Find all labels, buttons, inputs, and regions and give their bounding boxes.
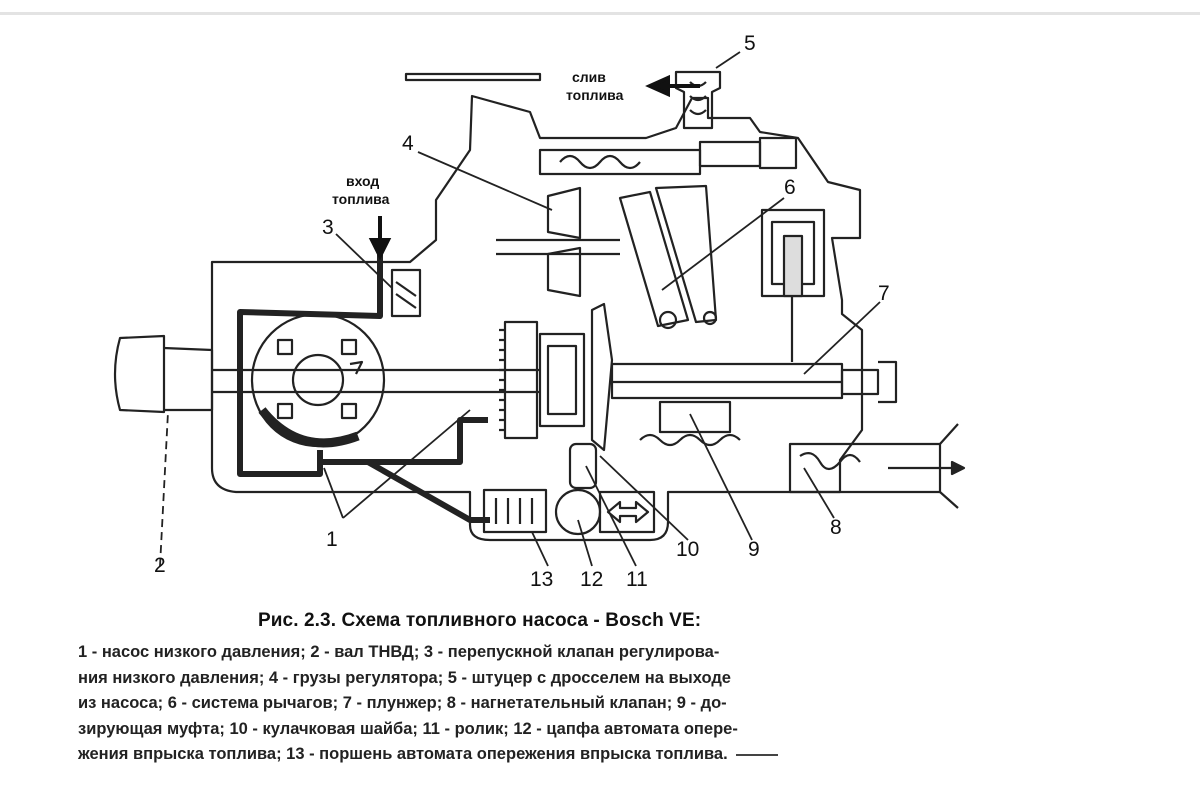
coupling <box>538 332 586 428</box>
callout-5: 5 <box>744 32 756 55</box>
lever-system <box>618 190 690 328</box>
drive-shaft <box>163 346 214 412</box>
figure-caption-title: Рис. 2.3. Схема топливного насоса - Bosc… <box>258 610 702 631</box>
advance-piston <box>482 488 548 534</box>
drain-label-line2: топлива <box>566 87 624 103</box>
legend-line: зирующая муфта; 10 - кулачковая шайба; 1… <box>78 719 738 738</box>
callout-13: 13 <box>530 568 553 591</box>
pump-housing <box>210 94 864 542</box>
callout-9: 9 <box>748 538 760 561</box>
callout-11: 11 <box>626 568 648 591</box>
callout-6: 6 <box>784 176 796 199</box>
drain-label-line1: слив <box>572 69 606 85</box>
inlet-label-line1: вход <box>346 173 379 189</box>
callout-10: 10 <box>676 538 699 561</box>
legend-line: 1 - насос низкого давления; 2 - вал ТНВД… <box>78 643 720 661</box>
callout-12: 12 <box>580 568 603 591</box>
inlet-label-line2: топлива <box>332 191 390 207</box>
pump-diagram: 5 4 3 6 7 1 2 8 9 10 11 12 13 слив топли… <box>113 32 966 591</box>
shaft-nut <box>113 334 166 414</box>
metering-sleeve <box>658 400 732 434</box>
callout-3: 3 <box>322 216 334 239</box>
legend-line: из насоса; 6 - система рычагов; 7 - плун… <box>78 694 727 712</box>
callout-4: 4 <box>402 132 414 155</box>
callout-1: 1 <box>326 528 338 551</box>
drive-gear <box>503 320 539 440</box>
legend-line: ния низкого давления; 4 - грузы регулято… <box>78 668 731 687</box>
callout-2: 2 <box>154 554 166 577</box>
cam-plate <box>590 302 614 452</box>
inlet-channel <box>237 248 383 477</box>
legend-line: жения впрыска топлива; 13 - поршень авто… <box>78 742 1028 768</box>
top-divider <box>0 12 1200 15</box>
governor-weights <box>546 186 582 240</box>
outlet-fitting <box>674 70 722 130</box>
overflow-valve <box>390 268 422 318</box>
top-plate <box>404 72 542 82</box>
figure-legend: 1 - насос низкого давления; 2 - вал ТНВД… <box>78 640 1028 768</box>
callout-7: 7 <box>878 282 890 305</box>
advance-pin <box>554 488 602 536</box>
roller <box>568 442 598 490</box>
callout-8: 8 <box>830 516 842 539</box>
